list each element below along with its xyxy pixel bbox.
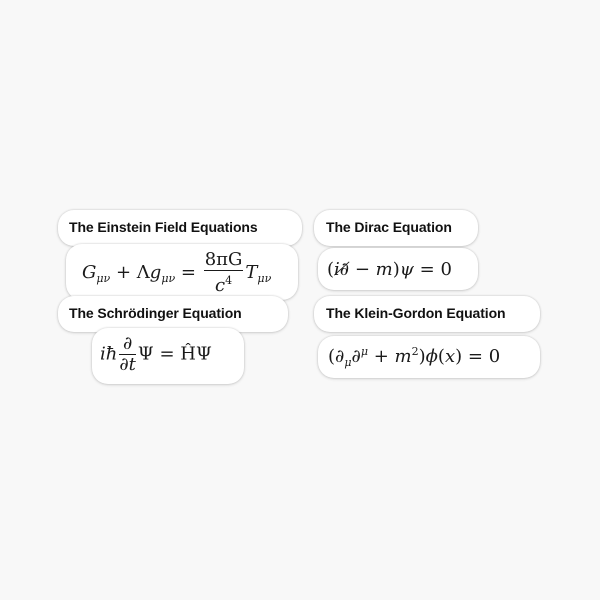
klein-gordon-title: The Klein-Gordon Equation	[326, 305, 506, 321]
dirac-title-sticker	[314, 210, 478, 246]
schrodinger-equation-sticker	[92, 328, 244, 384]
einstein-equation: Gμν + Λgμν = 8πG c4 Tμν	[82, 249, 272, 296]
schrodinger-fraction: ∂ ∂t	[119, 333, 136, 375]
dirac-equation: (i∂̸ − m)ψ = 0	[327, 259, 452, 280]
dirac-equation-sticker	[318, 248, 478, 290]
dirac-title: The Dirac Equation	[326, 219, 452, 235]
einstein-equation-sticker	[66, 244, 298, 300]
schrodinger-title: The Schrödinger Equation	[69, 305, 242, 321]
klein-gordon-equation-sticker	[318, 336, 540, 378]
schrodinger-equation: iħ ∂ ∂t Ψ = ĤΨ	[100, 333, 212, 375]
schrodinger-title-sticker	[58, 296, 288, 332]
einstein-title-sticker	[58, 210, 302, 246]
klein-gordon-equation: (∂μ∂μ + m2)ϕ(x) = 0	[328, 345, 501, 369]
klein-gordon-title-sticker	[314, 296, 540, 332]
einstein-fraction: 8πG c4	[203, 249, 244, 296]
einstein-title: The Einstein Field Equations	[69, 219, 258, 235]
